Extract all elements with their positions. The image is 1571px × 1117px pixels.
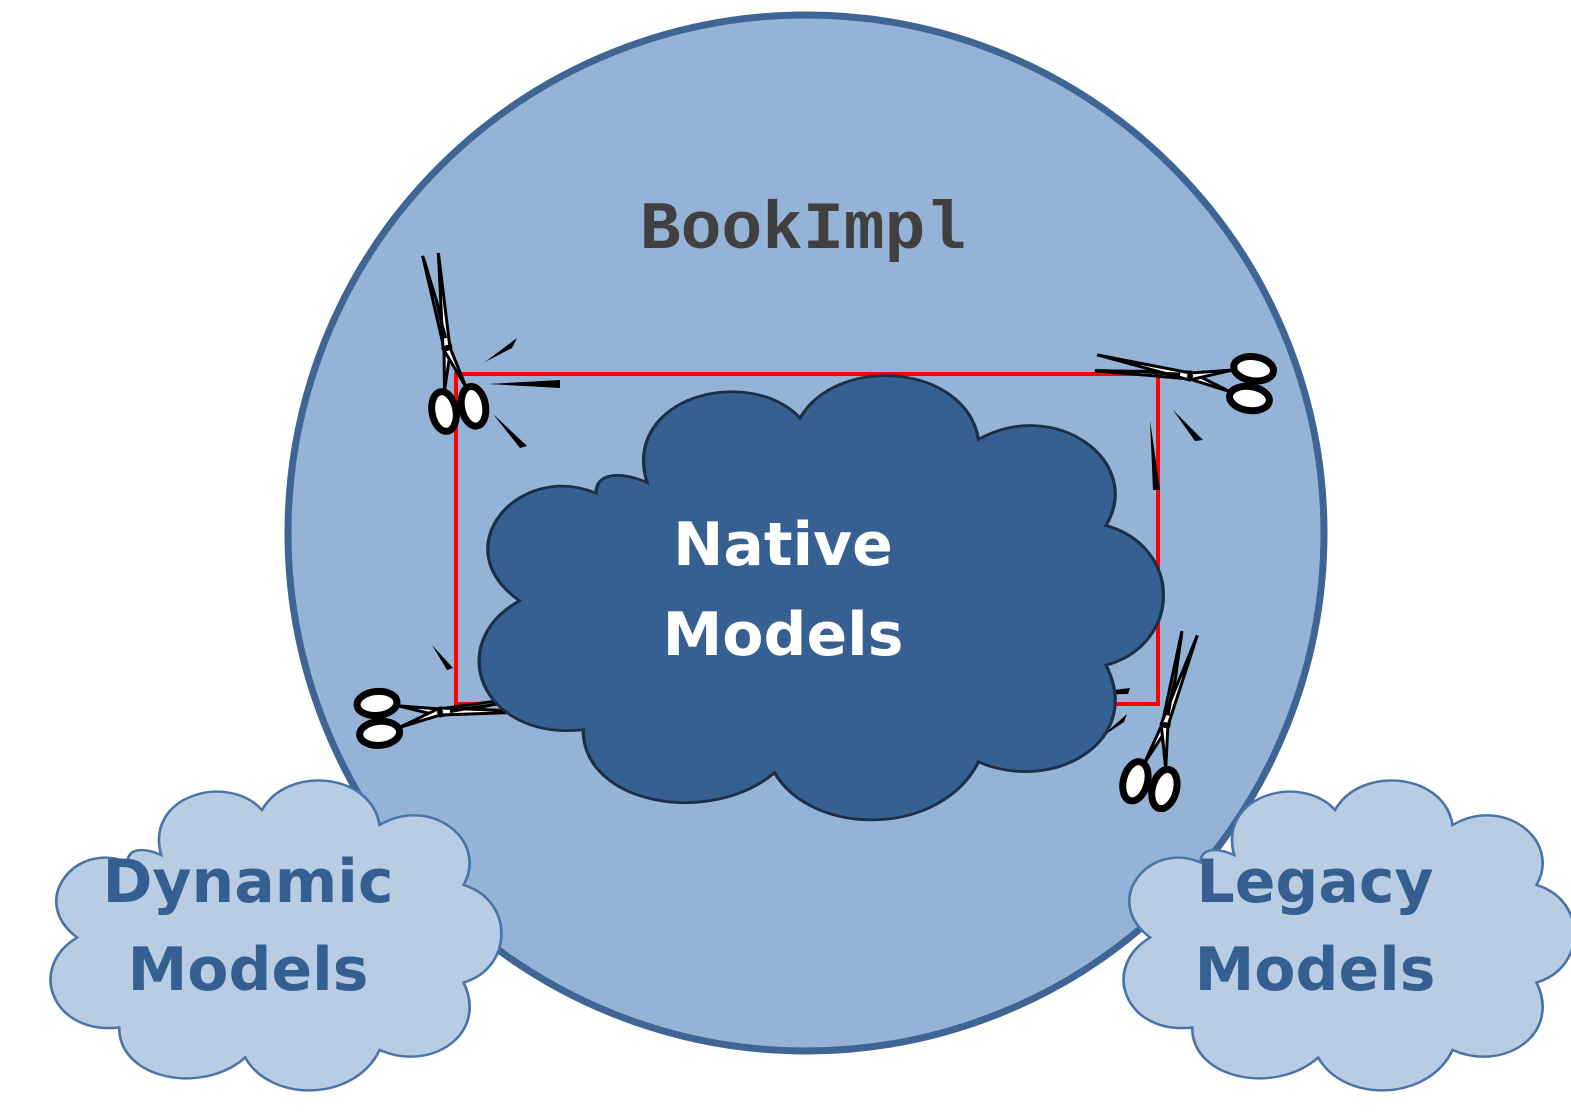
dynamic-models-label-line1: Dynamic xyxy=(103,847,394,917)
bookimpl-title: BookImpl xyxy=(640,192,966,269)
native-models-label-line1: Native xyxy=(673,510,893,580)
legacy-models-label-line2: Models xyxy=(1195,935,1436,1005)
native-models-label-line2: Models xyxy=(663,600,904,670)
legacy-models-label-line1: Legacy xyxy=(1196,847,1433,917)
dynamic-models-label-line2: Models xyxy=(128,935,369,1005)
